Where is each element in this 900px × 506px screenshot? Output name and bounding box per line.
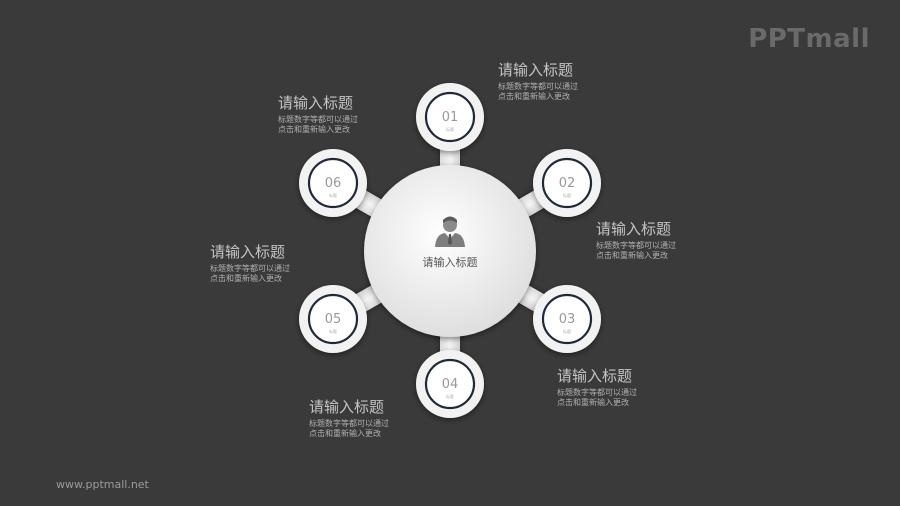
- node-03: 03 标题: [533, 285, 601, 353]
- node-sub: 标题: [446, 126, 454, 132]
- user-icon: [435, 216, 465, 247]
- label-desc-line: 点击和重新输入更改: [309, 429, 381, 438]
- node-number: 04: [442, 377, 459, 392]
- node-sub: 标题: [563, 328, 571, 334]
- node-01: 01 标题: [416, 83, 484, 151]
- label-desc-line: 点击和重新输入更改: [498, 92, 570, 101]
- label-01: 请输入标题 标题数字等都可以通过 点击和重新输入更改: [498, 61, 578, 102]
- label-desc-line: 点击和重新输入更改: [557, 398, 629, 407]
- label-desc-line: 标题数字等都可以通过: [309, 419, 389, 428]
- label-desc: 标题数字等都可以通过 点击和重新输入更改: [498, 82, 578, 102]
- label-02: 请输入标题 标题数字等都可以通过 点击和重新输入更改: [596, 220, 676, 261]
- node-number: 03: [559, 312, 576, 327]
- label-title: 请输入标题: [498, 61, 574, 79]
- label-desc-line: 标题数字等都可以通过: [278, 115, 358, 124]
- label-03: 请输入标题 标题数字等都可以通过 点击和重新输入更改: [557, 367, 637, 408]
- label-desc-line: 标题数字等都可以通过: [557, 388, 637, 397]
- node-sub: 标题: [563, 192, 571, 198]
- label-title: 请输入标题: [278, 94, 354, 112]
- label-desc-line: 标题数字等都可以通过: [596, 241, 676, 250]
- label-05: 请输入标题 标题数字等都可以通过 点击和重新输入更改: [210, 243, 290, 284]
- label-desc: 标题数字等都可以通过 点击和重新输入更改: [278, 115, 358, 135]
- node-number: 06: [325, 176, 342, 191]
- label-desc-line: 点击和重新输入更改: [210, 274, 282, 283]
- satellite-nodes: 01 标题 02 标题 03 标题 04 标题 05 标题: [299, 83, 601, 418]
- label-desc: 标题数字等都可以通过 点击和重新输入更改: [210, 264, 290, 284]
- node-number: 02: [559, 176, 576, 191]
- label-title: 请输入标题: [596, 220, 672, 238]
- center-node: 请输入标题: [364, 165, 536, 337]
- label-04: 请输入标题 标题数字等都可以通过 点击和重新输入更改: [309, 398, 389, 439]
- label-desc-line: 标题数字等都可以通过: [210, 264, 290, 273]
- label-desc-line: 点击和重新输入更改: [278, 125, 350, 134]
- center-title: 请输入标题: [423, 255, 478, 269]
- node-sub: 标题: [446, 393, 454, 399]
- node-06: 06 标题: [299, 149, 367, 217]
- brand-logo: PPTmall: [748, 24, 870, 54]
- label-06: 请输入标题 标题数字等都可以通过 点击和重新输入更改: [278, 94, 358, 135]
- footer-url: www.pptmall.net: [56, 478, 149, 491]
- node-sub: 标题: [329, 192, 337, 198]
- label-title: 请输入标题: [557, 367, 633, 385]
- label-desc-line: 标题数字等都可以通过: [498, 82, 578, 91]
- center-disc: [364, 165, 536, 337]
- node-number: 01: [442, 110, 459, 125]
- label-desc: 标题数字等都可以通过 点击和重新输入更改: [557, 388, 637, 408]
- node-sub: 标题: [329, 328, 337, 334]
- label-desc-line: 点击和重新输入更改: [596, 251, 668, 260]
- label-title: 请输入标题: [309, 398, 385, 416]
- label-title: 请输入标题: [210, 243, 286, 261]
- node-05: 05 标题: [299, 285, 367, 353]
- label-desc: 标题数字等都可以通过 点击和重新输入更改: [596, 241, 676, 261]
- node-02: 02 标题: [533, 149, 601, 217]
- node-04: 04 标题: [416, 350, 484, 418]
- label-desc: 标题数字等都可以通过 点击和重新输入更改: [309, 419, 389, 439]
- node-number: 05: [325, 312, 342, 327]
